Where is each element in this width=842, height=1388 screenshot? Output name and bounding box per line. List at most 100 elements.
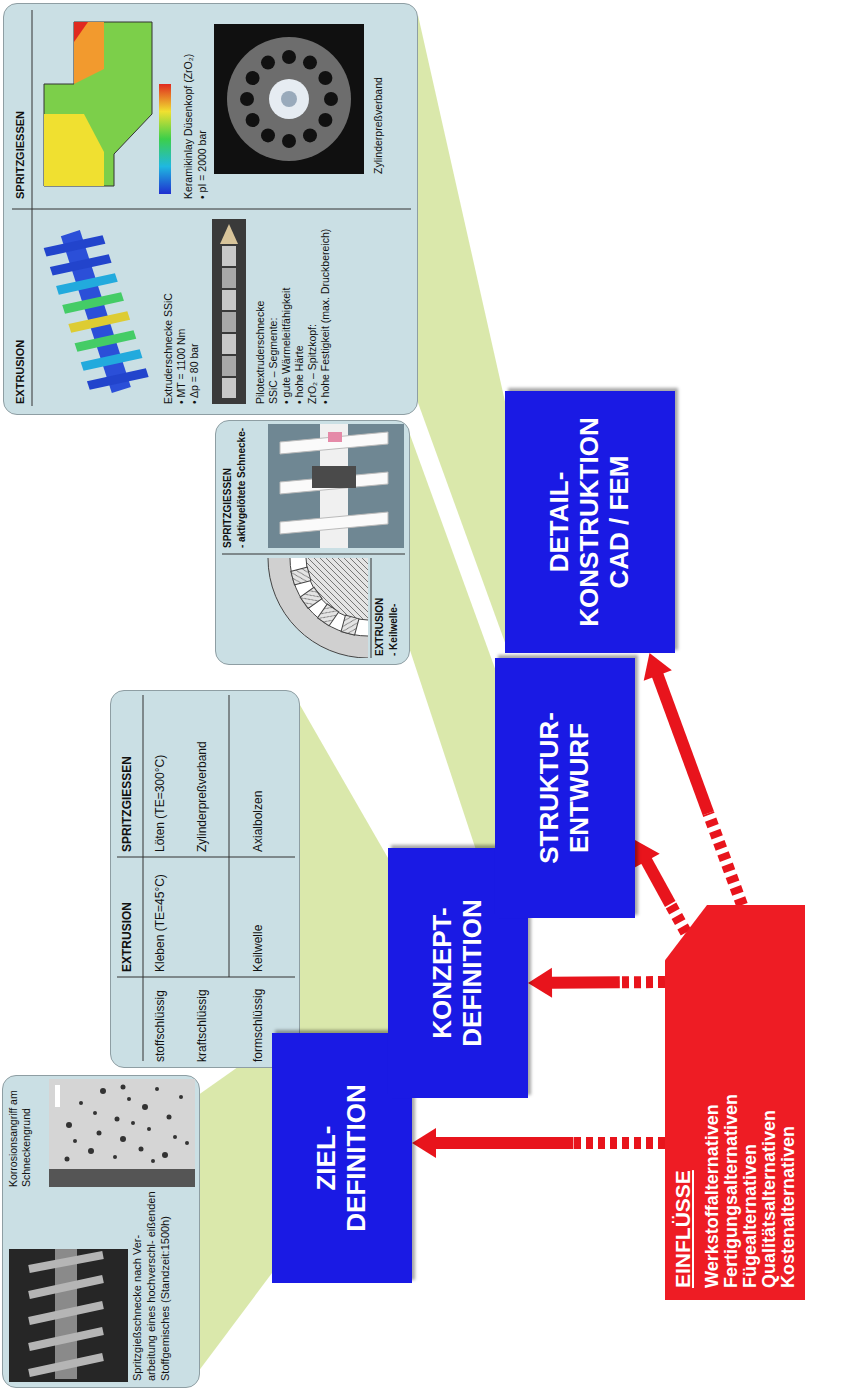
focus-cone (200, 1043, 272, 1369)
rect-shape (61, 230, 131, 393)
rect-shape (222, 334, 236, 354)
table-cell: Zylinderpreßverband (195, 697, 210, 852)
table-cell: formschlüssig (251, 978, 266, 1062)
circle-shape (173, 1135, 177, 1139)
circle-shape (127, 1097, 131, 1101)
panel-text: Spritzgießschnecke nach Ver- arbeitung e… (131, 1189, 172, 1381)
line-shape (29, 1305, 103, 1321)
step-label: ZIEL- DEFINITION (312, 1084, 372, 1231)
line-shape (12, 209, 411, 210)
rect-shape (222, 356, 236, 376)
influence-arrow (644, 653, 742, 905)
panel-text: SPRITZGIESSEN (14, 9, 28, 199)
arrow-head (644, 653, 672, 681)
rect-shape (222, 246, 236, 266)
example-panel: EXTRUSION- Keilwelle-SPRITZGIESSEN- akti… (215, 420, 410, 665)
circle-shape (303, 128, 317, 142)
influence-arrow (528, 968, 665, 998)
circle-shape (290, 558, 368, 636)
circle-shape (155, 1087, 159, 1091)
circle-shape (240, 92, 254, 106)
line-shape (117, 857, 295, 858)
circle-shape (79, 1101, 83, 1105)
polygon-shape (44, 114, 104, 186)
arrow-head (633, 840, 659, 868)
influence-arrow (412, 1128, 665, 1158)
circle-shape (227, 37, 351, 161)
rect-shape (222, 268, 236, 288)
circle-shape (100, 1088, 106, 1094)
circle-shape (167, 1115, 172, 1120)
rect-shape (312, 466, 356, 488)
influence-item: Fügealternativen (741, 1144, 761, 1288)
influence-heading: EINFLÜSSE (671, 1170, 694, 1288)
focus-cone (418, 15, 505, 642)
line-shape (117, 977, 295, 978)
circle-shape (113, 1155, 117, 1159)
arrow-body (646, 860, 670, 904)
influence-fill (665, 905, 805, 1300)
line-shape (29, 1357, 103, 1373)
rect-shape (222, 312, 236, 332)
circle-shape (303, 56, 317, 70)
panel-text: • hohe Festigkeit (max. Druckbereich) (319, 214, 332, 404)
step-label: STRUKTUR- ENTWURF (535, 712, 595, 864)
line-shape (222, 554, 405, 555)
influence-box: EINFLÜSSEWerkstoffalternativenFertigungs… (665, 905, 805, 1300)
rect-shape (49, 1079, 195, 1187)
g-shape (268, 558, 368, 658)
arrow-tail (573, 1137, 665, 1149)
circle-shape (269, 79, 309, 119)
circle-shape (88, 1148, 94, 1154)
arrow-tail (708, 813, 742, 905)
circle-shape (73, 1139, 77, 1143)
line-shape (229, 695, 230, 977)
rect-shape (49, 1169, 195, 1187)
polygon-shape (280, 432, 388, 454)
polygon-shape (74, 22, 88, 42)
step-label: KONZEPT- DEFINITION (428, 899, 488, 1046)
circle-shape (151, 1159, 155, 1163)
panel-text: Korrosionsangriff am Schneckengrund (7, 1077, 33, 1187)
polygon-shape (44, 22, 152, 186)
panel-text: • pI = 2000 bar (196, 9, 209, 199)
focus-cone-fill (418, 15, 505, 642)
circle-shape (65, 1157, 70, 1162)
circle-shape (139, 1147, 144, 1152)
circle-shape (121, 1085, 126, 1090)
circle-shape (261, 56, 275, 70)
arrow-head (528, 968, 552, 998)
arrow-body (435, 1137, 573, 1149)
rect-shape (222, 378, 236, 398)
polygon-shape (74, 22, 104, 84)
table-cell: Kleben (TE=45°C) (153, 860, 168, 972)
table-cell: SPRITZGIESSEN (120, 697, 135, 852)
panel-text: • Δp = 80 bar (188, 214, 201, 404)
polygon-shape (280, 512, 388, 534)
rect-shape (328, 432, 342, 442)
process-step: STRUKTUR- ENTWURF (495, 658, 635, 918)
circle-shape (66, 1122, 72, 1128)
panel-text: Keramikinlay Düsenkopf (ZrO₂) (182, 9, 195, 199)
process-step: DETAIL- KONSTRUKTION CAD / FEM (505, 391, 675, 653)
circle-shape (246, 113, 260, 127)
focus-cone (300, 705, 388, 1088)
rect-shape (214, 24, 364, 174)
rect-shape (9, 1249, 128, 1382)
polygon-shape (44, 229, 106, 262)
circle-shape (282, 134, 296, 148)
table-cell: Keilwelle (251, 860, 266, 972)
rect-shape (300, 587, 322, 608)
rect-shape (222, 290, 236, 310)
arrow-head (412, 1128, 436, 1158)
photo-illustration (3, 1074, 203, 1387)
table-cell: Axialbolzen (251, 697, 266, 852)
circle-shape (120, 1136, 126, 1142)
rect-shape (55, 1085, 60, 1107)
panel-text: • hohe Härte (293, 214, 306, 404)
table-panel: EXTRUSIONSPRITZGIESSENstoffschlüssigKleb… (110, 690, 300, 1068)
table-cell: stoffschlüssig (153, 978, 168, 1062)
circle-shape (261, 128, 275, 142)
panel-text: ZrO₂ – Spitzkopf: (306, 214, 319, 404)
influence-item: Fertigungsalternativen (722, 1094, 742, 1288)
